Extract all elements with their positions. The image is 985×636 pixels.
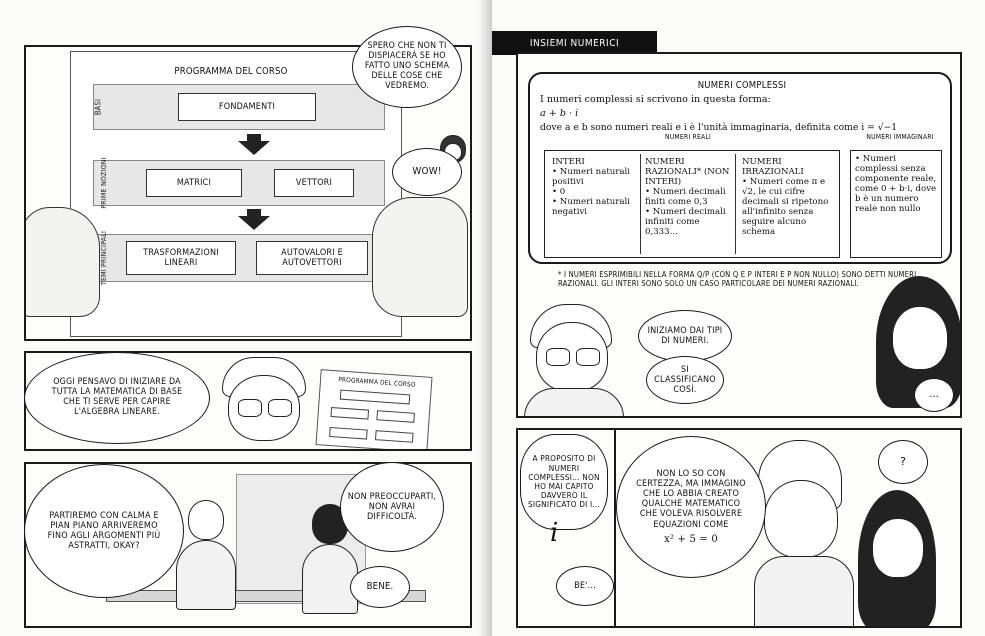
- arrow-stem-1: [247, 134, 261, 142]
- info-line1: I numeri complessi si scrivono in questa…: [540, 94, 771, 105]
- left-hand: [26, 207, 100, 317]
- row-basi: BASI FONDAMENTI: [93, 84, 385, 130]
- box-vettori: VETTORI: [274, 169, 354, 197]
- bubble-non-lo-so: NON LO SO CON CERTEZZA, MA IMMAGINO CHE …: [616, 436, 766, 578]
- arrow-1: [238, 141, 270, 155]
- bubble-oggi-pensavo: OGGI PENSAVO DI INIZIARE DA TUTTA LA MAT…: [24, 352, 210, 444]
- bubble-wow: WOW!: [392, 148, 462, 196]
- box-irrazionali: NUMERI IRRAZIONALI • Numeri come π e √2,…: [738, 154, 838, 254]
- row-temi-principali: TEMI PRINCIPALI TRASFORMAZIONI LINEARI A…: [93, 231, 385, 285]
- girl-puzzled: [858, 490, 938, 626]
- mini-program-sheet: PROGRAMMA DEL CORSO: [315, 369, 433, 449]
- boy-seated: [176, 500, 236, 610]
- row-tag-prime-nozioni: PRIME NOZIONI: [100, 157, 108, 209]
- box-razionali: NUMERI RAZIONALI* (NON INTERI) • Numeri …: [640, 154, 736, 254]
- box-immaginari: • Numeri complessi senza componente real…: [850, 150, 942, 258]
- bubble-spero: SPERO CHE NON TI DISPIACERÀ SE HO FATTO …: [352, 26, 462, 108]
- box-fondamenti: FONDAMENTI: [178, 93, 316, 121]
- right-hand: [372, 197, 468, 317]
- box-matrici: MATRICI: [146, 169, 242, 197]
- label-numeri-immaginari: NUMERI IMMAGINARI: [866, 133, 934, 141]
- mini-sheet-title: PROGRAMMA DEL CORSO: [338, 375, 416, 389]
- bubble-be: BE'...: [556, 566, 614, 606]
- panel-info: NUMERI COMPLESSI I numeri complessi si s…: [516, 52, 962, 418]
- italic-i: i: [550, 518, 559, 548]
- box-autovalori-autovettori: AUTOVALORI E AUTOVETTORI: [256, 241, 368, 275]
- bubble-si-classificano: SI CLASSIFICANO COSÌ.: [646, 356, 724, 404]
- info-formula: a + b · i: [540, 108, 579, 119]
- box-trasformazioni-lineari: TRASFORMAZIONI LINEARI: [126, 241, 236, 275]
- bubble-iniziamo: INIZIAMO DAI TIPI DI NUMERI.: [638, 310, 732, 362]
- arrow-2: [238, 216, 270, 230]
- sheet-title: PROGRAMMA DEL CORSO: [174, 66, 288, 77]
- row-tag-basi: BASI: [93, 98, 103, 116]
- bubble-partiremo: PARTIREMO CON CALMA E PIAN PIANO ARRIVER…: [24, 464, 184, 598]
- right-page: INSIEMI NUMERICI NUMERI COMPLESSI I nume…: [492, 0, 985, 636]
- equation: x² + 5 = 0: [664, 533, 718, 545]
- section-title: INSIEMI NUMERICI: [492, 31, 657, 55]
- boy-with-glasses: [216, 357, 326, 449]
- girl-seated: [302, 504, 358, 614]
- bubble-bene: BENE.: [350, 566, 410, 608]
- bubble-non-preoccuparti: NON PREOCCUPARTI, NON AVRAI DIFFICOLTÀ.: [340, 462, 444, 552]
- arrow-stem-2: [247, 209, 261, 217]
- left-page: PROGRAMMA DEL CORSO BASI FONDAMENTI PRIM…: [0, 0, 490, 636]
- bubble-non-lo-so-text: NON LO SO CON CERTEZZA, MA IMMAGINO CHE …: [636, 469, 746, 530]
- program-sheet: PROGRAMMA DEL CORSO BASI FONDAMENTI PRIM…: [70, 51, 402, 337]
- row-tag-temi-principali: TEMI PRINCIPALI: [100, 230, 108, 286]
- info-line3: dove a e b sono numeri reali e i è l'uni…: [540, 122, 898, 133]
- label-numeri-reali: NUMERI REALI: [664, 133, 712, 141]
- footnote: * I NUMERI ESPRIMIBILI NELLA FORMA Q/P (…: [558, 270, 917, 289]
- bubble-dots: ...: [914, 378, 954, 412]
- row-prime-nozioni: PRIME NOZIONI MATRICI VETTORI: [93, 157, 385, 209]
- bubble-question: ?: [878, 440, 928, 484]
- boy-pointing: [524, 304, 634, 416]
- boy-thinking: [754, 440, 854, 626]
- complex-numbers-box: NUMERI COMPLESSI I numeri complessi si s…: [528, 72, 952, 264]
- bubble-a-proposito: A PROPOSITO DI NUMERI COMPLESSI... NON H…: [520, 434, 608, 530]
- box-interi: INTERI • Numeri naturali positivi • 0 • …: [548, 154, 638, 254]
- info-heading: NUMERI COMPLESSI: [697, 80, 787, 91]
